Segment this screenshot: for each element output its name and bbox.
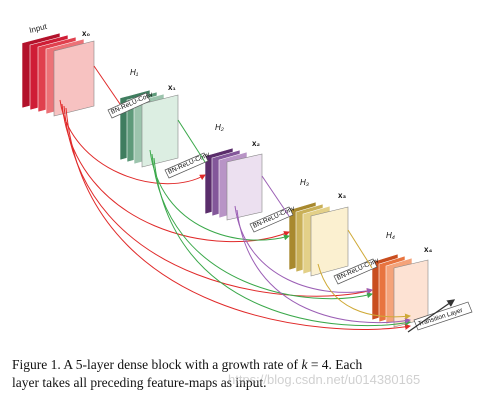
feature-block-x3 (288, 201, 349, 277)
x1-label: x₁ (168, 83, 176, 92)
caption-k-variable: k (301, 357, 308, 372)
x2-label: x₂ (252, 139, 260, 148)
h3-label: H₃ (300, 178, 309, 187)
densenet-figure: Input x₀ H₁ x₁ BN-ReLU-Conv H₂ x₂ BN-ReL… (21, 22, 473, 333)
dense-connections (59, 99, 411, 330)
h4-label: H₄ (386, 231, 395, 240)
forward-connectors (93, 65, 373, 269)
input-label: Input (28, 22, 48, 35)
x3-label: x₃ (338, 191, 346, 200)
x4-label: x₄ (424, 245, 432, 254)
feature-block-x0 (21, 32, 95, 117)
h2-label: H₂ (215, 123, 224, 132)
x0-label: x₀ (82, 29, 90, 38)
caption-prefix: Figure 1. A 5-layer dense block with a g… (12, 357, 302, 372)
h1-label: H₁ (130, 68, 139, 77)
caption-line2: layer takes all preceding feature-maps a… (12, 375, 267, 390)
feature-block-x2 (204, 147, 263, 221)
feature-block-x4 (371, 253, 429, 328)
caption-k-rest: = 4. Each (307, 357, 363, 372)
watermark: https://blog.csdn.net/u014380165 (228, 372, 421, 387)
figure-caption: Figure 1. A 5-layer dense block with a g… (12, 356, 477, 392)
transition-arrow (407, 299, 456, 333)
